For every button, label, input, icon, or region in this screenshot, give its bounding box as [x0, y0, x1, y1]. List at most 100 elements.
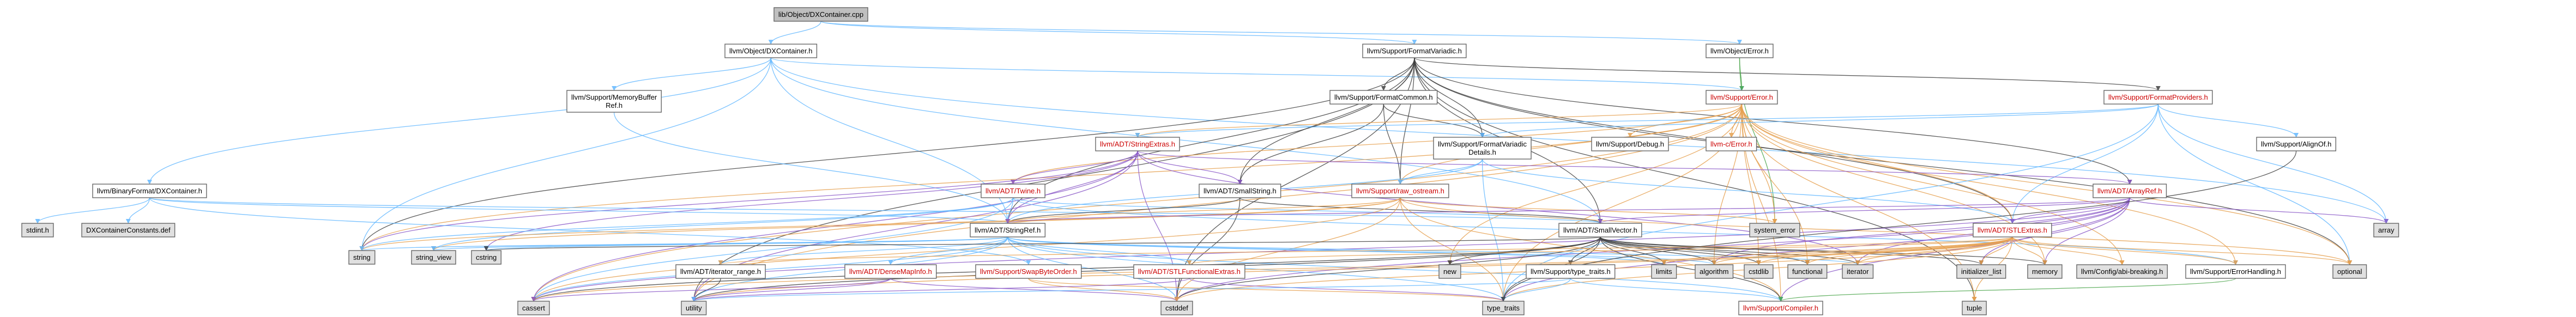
node-label: algorithm: [1700, 267, 1728, 276]
edge-sup-sbo-to-cstddef: [1028, 278, 1180, 302]
node-box: [21, 223, 54, 237]
edge-sup-error-to-new: [1447, 103, 1743, 265]
edge-obj-dxc-to-bf-dxc: [147, 57, 771, 185]
edge-obj-dxc-to-string: [359, 57, 771, 251]
node-string: string: [348, 250, 376, 265]
node-box: [517, 301, 550, 315]
edge-sup-rawos-to-type-traits: [1400, 197, 1506, 302]
node-iterator: iterator: [1842, 264, 1874, 279]
edge-sup-fv-to-adt-arrayref: [1414, 57, 2132, 185]
edge-sup-error-to-sup-errh: [1741, 103, 2238, 265]
node-adt-smallstr[interactable]: llvm/ADT/SmallString.h: [1199, 184, 1281, 198]
node-box: [1706, 44, 1774, 58]
node-label: llvm/ADT/SmallVector.h: [1563, 226, 1637, 234]
edge-sup-error-to-optional: [1741, 103, 2353, 265]
edge-adt-arrayref-to-type-traits: [1501, 197, 2130, 302]
node-obj-dxc[interactable]: llvm/Object/DXContainer.h: [724, 44, 818, 58]
edge-sup-fv-to-sup-fp: [1414, 57, 2161, 91]
node-sup-fc[interactable]: llvm/Support/FormatCommon.h: [1329, 90, 1438, 105]
node-box: [970, 223, 1046, 237]
edge-adt-stlfx-to-utility: [691, 278, 1190, 302]
edge-obj-dxc-to-mem-buf: [612, 57, 771, 91]
edge-adt-strx-to-string: [359, 150, 1138, 251]
edge-bf-dxc-to-adt-smallvec: [149, 197, 1603, 224]
node-adt-smallvec[interactable]: llvm/ADT/SmallVector.h: [1558, 223, 1642, 237]
node-label: llvm/Support/FormatCommon.h: [1334, 93, 1433, 101]
node-adt-strx[interactable]: llvm/ADT/StringExtras.h: [1095, 137, 1180, 151]
node-box: [2332, 264, 2367, 279]
node-label: system_error: [1754, 226, 1796, 234]
node-box: [566, 90, 662, 113]
edge-adt-stringref-to-cstddef: [1007, 236, 1180, 302]
node-label: llvm/Support/type_traits.h: [1531, 267, 1611, 276]
node-sup-sbo[interactable]: llvm/Support/SwapByteOrder.h: [975, 264, 1082, 279]
node-utility: utility: [681, 301, 707, 315]
node-sup-rawos[interactable]: llvm/Support/raw_ostream.h: [1351, 184, 1449, 198]
node-label: iterator: [1847, 267, 1869, 276]
node-box: [1651, 264, 1677, 279]
edge-sup-rawos-to-cassert: [531, 197, 1401, 302]
node-llvmc-error[interactable]: llvm-c/Error.h: [1706, 137, 1757, 151]
node-box: [471, 250, 501, 265]
edge-sup-fvd-to-sup-rawos: [1398, 158, 1483, 185]
edge-adt-stlx-to-adt-iterrange: [718, 236, 2013, 265]
node-sup-error[interactable]: llvm/Support/Error.h: [1706, 90, 1778, 105]
edge-obj-dxc-to-adt-smallvec: [770, 57, 1603, 224]
edge-adt-twine-to-cassert: [531, 197, 1014, 302]
edge-sup-rawos-to-sup-compiler: [1400, 197, 1783, 302]
node-adt-arrayref[interactable]: llvm/ADT/ArrayRef.h: [2093, 184, 2167, 198]
node-adt-stlx[interactable]: llvm/ADT/STLExtras.h: [1973, 223, 2052, 237]
node-sup-fp[interactable]: llvm/Support/FormatProviders.h: [2103, 90, 2213, 105]
node-adt-twine[interactable]: llvm/ADT/Twine.h: [981, 184, 1045, 198]
node-box: [1787, 264, 1828, 279]
node-box: [2256, 137, 2337, 151]
edge-adt-stlx-to-sup-errh: [2012, 236, 2238, 265]
node-sup-debug[interactable]: llvm/Support/Debug.h: [1591, 137, 1669, 151]
node-label: string: [353, 253, 371, 261]
node-dxcdef: DXContainerConstants.def: [81, 223, 176, 237]
node-sup-align[interactable]: llvm/Support/AlignOf.h: [2256, 137, 2337, 151]
node-bf-dxc[interactable]: llvm/BinaryFormat/DXContainer.h: [92, 184, 207, 198]
node-label: llvm/Support/SwapByteOrder.h: [980, 267, 1077, 276]
node-box: [1433, 137, 1532, 160]
node-adt-stringref[interactable]: llvm/ADT/StringRef.h: [970, 223, 1046, 237]
node-box: [1749, 223, 1800, 237]
node-adt-stlfx[interactable]: llvm/ADT/STLFunctionalExtras.h: [1133, 264, 1245, 279]
node-label: llvm/Support/FormatVariadic: [1438, 140, 1527, 148]
node-sup-typetraits[interactable]: llvm/Support/type_traits.h: [1526, 264, 1616, 279]
edge-bf-dxc-to-adt-stringref: [149, 197, 1010, 224]
edge-adt-stlx-to-cstdlib: [1756, 236, 2013, 265]
node-adt-iterrange[interactable]: llvm/ADT/iterator_range.h: [675, 264, 766, 279]
node-sup-errh[interactable]: llvm/Support/ErrorHandling.h: [2185, 264, 2286, 279]
edge-root-to-obj-dxc: [768, 21, 821, 45]
edge-adt-arrayref-to-adt-stringref: [1005, 197, 2130, 224]
node-string-view: string_view: [411, 250, 456, 265]
node-label: llvm/Support/FormatProviders.h: [2108, 93, 2208, 101]
node-box: [1329, 90, 1438, 105]
node-box: [411, 250, 456, 265]
node-label: Ref.h: [606, 101, 622, 109]
node-sup-compiler[interactable]: llvm/Support/Compiler.h: [1738, 301, 1823, 315]
node-label: Details.h: [1468, 148, 1496, 156]
edge-adt-smallvec-to-sup-compiler: [1600, 236, 1783, 302]
node-box: [1706, 137, 1757, 151]
edge-root-to-obj-err: [820, 21, 1742, 45]
node-cstring: cstring: [471, 250, 501, 265]
node-label: string_view: [416, 253, 452, 261]
node-adt-dmi[interactable]: llvm/ADT/DenseMapInfo.h: [844, 264, 937, 279]
node-obj-err[interactable]: llvm/Object/Error.h: [1706, 44, 1774, 58]
edge-adt-strx-to-iterator: [1137, 150, 1860, 265]
node-label: llvm/Support/MemoryBuffer: [571, 93, 657, 101]
edge-sup-error-to-memory: [1741, 103, 2047, 265]
edge-adt-arrayref-to-memory: [2042, 197, 2130, 265]
node-box: [1558, 223, 1642, 237]
node-sup-fv[interactable]: llvm/Support/FormatVariadic.h: [1362, 44, 1467, 58]
node-box: [2103, 90, 2213, 105]
edge-sup-fp-to-sup-fvd: [1480, 103, 2159, 138]
node-label: limits: [1656, 267, 1672, 276]
node-box: [81, 223, 176, 237]
node-box: [1962, 301, 1987, 315]
